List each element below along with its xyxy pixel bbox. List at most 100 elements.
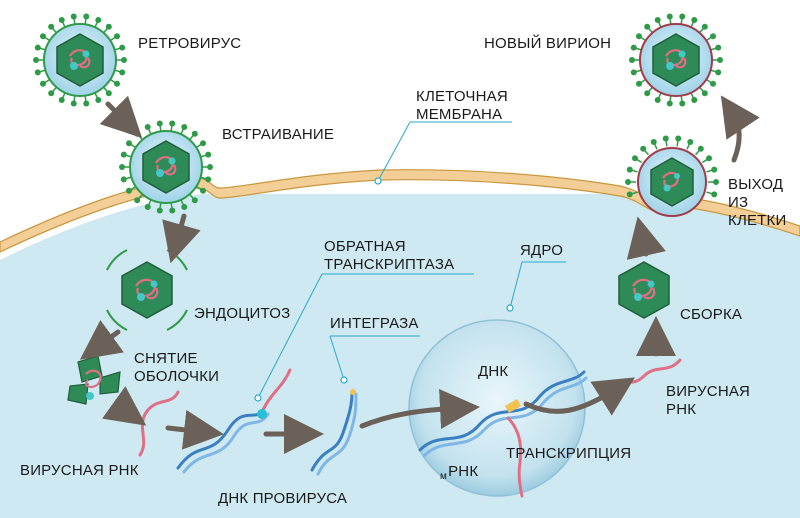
spike-stem	[114, 47, 121, 51]
spike-knob	[119, 164, 125, 170]
label-exit: ВЫХОД ИЗ КЛЕТКИ	[728, 176, 798, 230]
spike-knob	[710, 80, 717, 87]
spike-knob	[650, 138, 657, 145]
spike-knob	[205, 151, 212, 158]
spike-knob	[644, 90, 651, 97]
spike-knob	[48, 23, 55, 30]
spike-knob	[717, 57, 723, 63]
spike-knob	[125, 187, 132, 194]
spike-stem	[636, 158, 643, 164]
spike-knob	[119, 44, 126, 51]
label-new-virion: НОВЫЙ ВИРИОН	[484, 35, 612, 52]
process-arrows	[79, 95, 760, 454]
spike-stem	[147, 199, 152, 206]
spike-knob	[687, 138, 694, 145]
spike-stem	[640, 78, 647, 84]
spike-knob	[697, 145, 704, 152]
spike-stem	[114, 69, 121, 73]
spike-knob	[635, 80, 642, 87]
integrase-leader	[329, 335, 420, 384]
arrow-into-nucleus	[359, 389, 480, 429]
spike-knob	[200, 187, 207, 194]
spike-knob	[713, 179, 719, 185]
spike-knob	[711, 166, 718, 173]
arrow-assembly-to-budding	[626, 216, 666, 260]
cell-membrane	[0, 169, 800, 253]
spike-stem	[195, 143, 202, 149]
viral-rna-strand-left	[138, 390, 180, 457]
spike-knob	[70, 13, 77, 20]
spike-knob	[34, 69, 41, 76]
spike-knob	[134, 197, 141, 204]
spike-knob	[205, 176, 212, 183]
spike-knob	[191, 197, 198, 204]
spike-knob	[644, 23, 651, 30]
spike-knob	[625, 179, 631, 185]
label-retrovirus: РЕТРОВИРУС	[138, 35, 242, 52]
spike-stem	[51, 86, 57, 93]
retrovirus-particle	[33, 13, 127, 107]
spike-knob	[710, 33, 717, 40]
spike-knob	[33, 57, 39, 63]
spike-knob	[640, 145, 647, 152]
label-nucleus: ЯДРО	[520, 242, 564, 259]
spike-knob	[711, 191, 718, 198]
spike-knob	[675, 135, 682, 142]
arrow-rna-to-provirus-dna	[165, 409, 224, 450]
spike-knob	[169, 120, 176, 127]
spike-stem	[180, 199, 185, 206]
reverse-transcriptase-leader	[254, 273, 474, 402]
spike-stem	[130, 185, 137, 191]
spike-stem	[130, 143, 137, 149]
spike-knob	[95, 16, 102, 23]
spike-knob	[626, 191, 633, 198]
spike-knob	[114, 80, 121, 87]
spike-stem	[180, 128, 185, 135]
spike-knob	[629, 57, 635, 63]
label-viral-rna-right: ВИРУСНАЯ РНК	[666, 383, 776, 419]
spike-knob	[715, 69, 722, 76]
spike-knob	[105, 23, 112, 30]
spike-knob	[191, 130, 198, 137]
label-transcription: ТРАНСКРИПЦИЯ	[506, 445, 632, 462]
label-exit-line1: ВЫХОД	[728, 176, 784, 193]
integrated-dna-helix	[310, 389, 358, 476]
budding-particle	[625, 135, 719, 217]
spike-knob	[662, 135, 669, 142]
nucleus-leader	[506, 261, 566, 312]
spike-knob	[48, 90, 55, 97]
label-reverse-transcriptase: ОБРАТНАЯ ТРАНСКРИПТАЗА	[324, 238, 484, 274]
arrow-uncoating-to-rna	[102, 386, 147, 426]
spike-knob	[83, 13, 90, 20]
label-viral-rna-left: ВИРУСНАЯ РНК	[20, 462, 139, 479]
label-embedding: ВСТРАИВАНИЕ	[222, 126, 335, 143]
spike-knob	[701, 90, 708, 97]
spike-knob	[105, 90, 112, 97]
spike-knob	[635, 33, 642, 40]
spike-knob	[654, 97, 661, 104]
spike-stem	[701, 158, 708, 164]
spike-stem	[705, 78, 712, 84]
spike-knob	[134, 130, 141, 137]
spike-knob	[58, 16, 65, 23]
spike-knob	[630, 69, 637, 76]
spike-knob	[715, 44, 722, 51]
spike-knob	[156, 120, 163, 127]
spike-knob	[706, 155, 713, 162]
label-provirus-dna: ДНК ПРОВИРУСА	[218, 490, 348, 507]
label-mrna-text: РНК	[448, 463, 479, 480]
label-reverse-transcriptase-line2: ТРАНСКРИПТАЗА	[324, 256, 455, 273]
provirus-dna-helix	[176, 368, 292, 474]
spike-knob	[701, 23, 708, 30]
spike-knob	[119, 69, 126, 76]
spike-knob	[144, 123, 151, 130]
spike-knob	[630, 44, 637, 51]
label-endocytosis: ЭНДОЦИТОЗ	[194, 305, 291, 322]
label-viral-rna-right-line1: ВИРУСНАЯ	[666, 383, 751, 400]
spike-knob	[666, 13, 673, 20]
arrow-retrovirus-to-embedding	[99, 95, 143, 139]
spike-knob	[691, 97, 698, 104]
spike-knob	[207, 164, 213, 170]
